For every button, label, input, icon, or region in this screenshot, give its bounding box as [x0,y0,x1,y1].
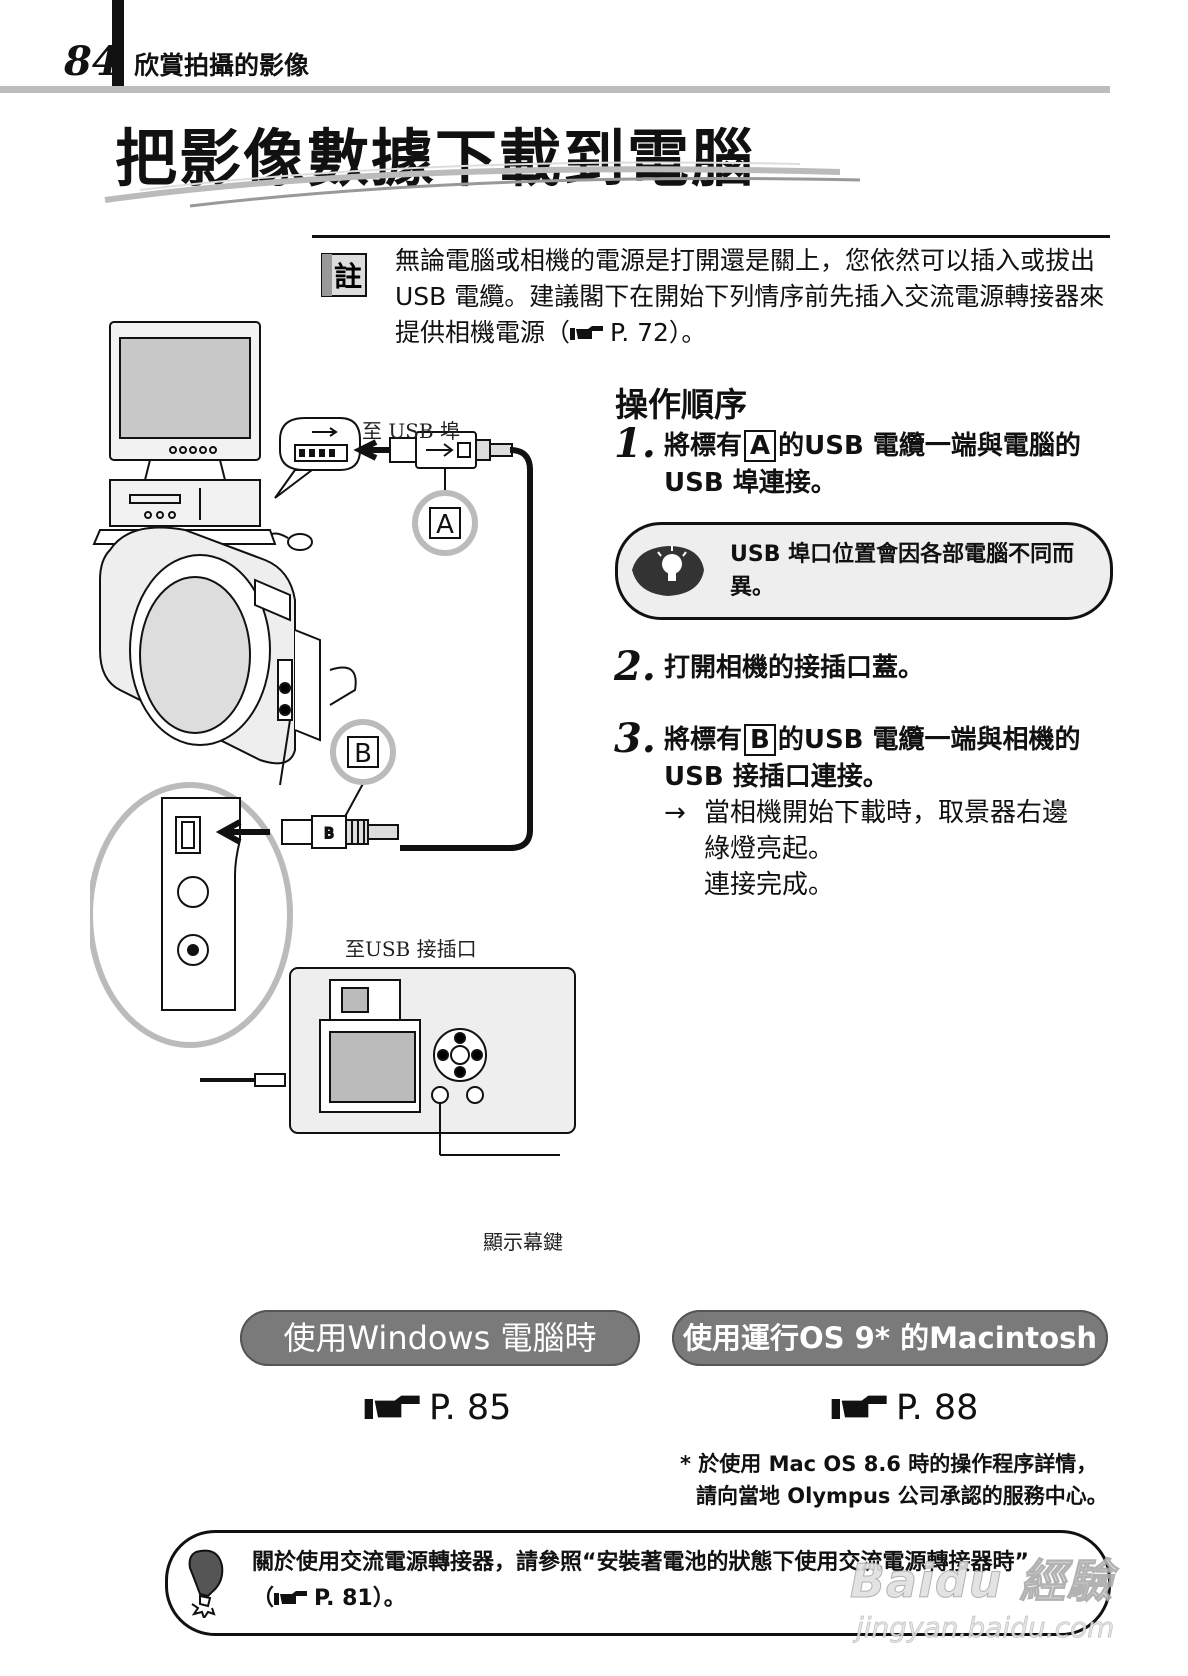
warning-bulb-icon [188,1549,224,1618]
tag-b: B [354,739,372,769]
mac-section-link[interactable]: 使用運行OS 9* 的Macintosh 電腦時 [672,1310,1108,1411]
watermark-url: jingyan.baidu.com [856,1611,1115,1645]
section-name: 欣賞拍攝的影像 [134,51,310,80]
connection-diagram: A B B [90,321,576,1156]
label-monitor-button: 顯示幕鍵 [483,1230,563,1254]
note-text: 無論電腦或相機的電源是打開還是關上，您依然可以插入或拔出USB 電纜。建議閣下在… [395,246,1105,347]
pointing-hand-icon [274,1591,308,1605]
lightbulb-icon [632,546,704,596]
tip-box [615,522,1113,620]
pointing-hand-icon [831,1395,887,1419]
pointing-hand-icon [570,326,604,340]
step1-number: 1. [614,420,656,467]
windows-page-ref[interactable]: P. 85 [363,1388,511,1428]
pointing-hand-icon [364,1395,420,1419]
procedure-heading: 操作順序 [615,385,747,424]
footnote: * 於使用 Mac OS 8.6 時的操作程序詳情， 請向當地 Olympus … [680,1452,1108,1508]
header-bar [112,0,124,92]
tip-text: USB 埠口位置會因各部電腦不同而異。 [730,542,1075,600]
step3-result: →當相機開始下載時，取景器右邊 綠燈亮起。 連接完成。 [664,795,1124,903]
camera-back-illustration [200,967,576,1156]
usb-port-callout [274,417,361,499]
header-rule [0,86,1110,93]
step2-text: 打開相機的接插口蓋。 [664,653,925,683]
note-book-icon: 註 [321,253,367,297]
bottom-note-text: 關於使用交流電源轉接器，請參照“安裝著電池的狀態下使用交流電源轉接器時” （P.… [252,1550,1029,1611]
watermark: Baidu 經驗 jingyan.baidu.com [849,1545,1115,1645]
note-ref[interactable]: P. 72 [610,318,669,347]
arrow-right-icon: → [664,798,686,828]
step3-number: 3. [614,715,656,762]
windows-section-link[interactable]: 使用Windows 電腦時 [240,1310,640,1366]
step2-number: 2. [614,643,656,690]
note-rule [312,235,1110,238]
step3-tag: B [744,724,776,756]
title-swoosh [104,161,860,208]
label-usb-port: 至 USB 埠 [362,419,460,443]
usb-plug-a [353,431,533,851]
svg-text:B: B [324,826,334,842]
tag-a: A [436,510,454,540]
mac-page-ref[interactable]: P. 88 [830,1388,978,1428]
watermark-brand: Baidu 經驗 [849,1554,1114,1609]
page-number: 84 [64,38,120,85]
step1-tag: A [744,430,777,462]
bottom-note-box [165,1530,1111,1636]
tag-a-callout: A [412,468,478,556]
camera-illustration [99,526,357,765]
bottom-note-ref[interactable]: P. 81 [314,1586,373,1611]
page-title: 把影像數據下載到電腦 [115,122,756,195]
usb-plug-b: B [90,782,399,1048]
svg-text:註: 註 [334,260,362,293]
computer-illustration [92,321,313,551]
label-usb-connector: 至USB 接插口 [345,937,477,961]
